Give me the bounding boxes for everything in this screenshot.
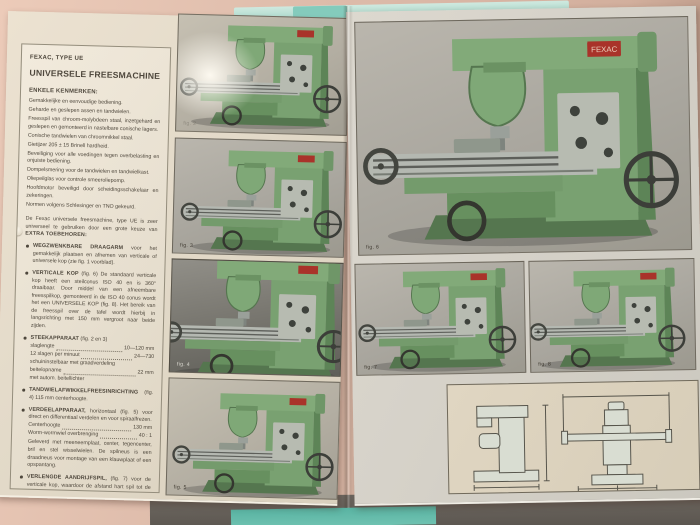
feature-item: Freesspil van chroom-molybdeen staal, in… bbox=[28, 115, 161, 133]
machine-photo-graphic bbox=[357, 266, 517, 375]
machine-photo-graphic bbox=[179, 145, 344, 257]
spec-label: beitelopname bbox=[29, 366, 62, 374]
accessory-item: VERTICALE KOP (fig. 6) De standaard vert… bbox=[23, 269, 157, 334]
accessory-text: (fig. 2 en 3) bbox=[80, 335, 108, 343]
page-title: UNIVERSELE FREESMACHINE bbox=[29, 67, 161, 81]
text-panel: FEXAC, TYPE UE UNIVERSELE FREESMACHINE E… bbox=[9, 43, 172, 494]
figure-caption: fig. 7 bbox=[364, 364, 378, 371]
figure-caption: fig. 6 bbox=[366, 244, 380, 251]
dimension-drawing-box bbox=[446, 379, 700, 495]
light-flare bbox=[175, 30, 261, 122]
spec-label: met autom. beitellichter bbox=[29, 374, 85, 383]
dimension-drawing-graphic bbox=[472, 391, 674, 494]
brochure-right-page: FEXAC fig. 6 fig. 7 fig. 8 bbox=[346, 5, 700, 506]
bullet-icon bbox=[23, 336, 27, 340]
machine-photo-graphic bbox=[529, 266, 687, 372]
accessory-title: VERDEELAPPARAAT, bbox=[28, 406, 86, 414]
accessory-item: VERDEELAPPARAAT, horizontaal (fig. 5) vo… bbox=[19, 406, 153, 472]
accessory-item: WEGZWENKBARE DRAAGARM voor het gemakkeli… bbox=[24, 242, 157, 268]
accessory-item: STEEKAPPARAAT (fig. 2 en 3) slaglengte 1… bbox=[21, 334, 154, 385]
figure-caption: fig. 4 bbox=[176, 361, 191, 368]
intro-text: De Fexac universele freesmachine, type U… bbox=[25, 215, 158, 233]
spec-label: slaglengte bbox=[30, 342, 55, 350]
machine-photo-graphic: FEXAC bbox=[355, 17, 691, 255]
bullet-icon bbox=[19, 475, 23, 479]
figure-photo-fig6: FEXAC fig. 6 bbox=[354, 16, 693, 256]
machine-type-label: FEXAC, TYPE UE bbox=[29, 54, 84, 63]
feature-item: Hoofdmotor beveiligd door scheidingsscha… bbox=[26, 184, 159, 200]
spec-value: 40 : 1 bbox=[138, 433, 153, 440]
teal-folder-edge-bottom bbox=[230, 506, 437, 525]
bullet-icon bbox=[25, 271, 28, 275]
figure-caption: fig. 2 bbox=[183, 120, 197, 128]
accessory-extra-text: Geleverd met meeneemplaat, center, tegen… bbox=[27, 439, 152, 469]
spec-value: 130 mm bbox=[133, 424, 153, 432]
accessory-title: STEEKAPPARAAT bbox=[30, 334, 80, 342]
machine-photo-graphic bbox=[171, 388, 336, 499]
machine-photo-graphic bbox=[169, 259, 343, 376]
brochure-left-page: FEXAC, TYPE UE UNIVERSELE FREESMACHINE E… bbox=[0, 11, 351, 506]
figure-photo-fig3: fig. 3 bbox=[171, 137, 347, 258]
bullet-icon bbox=[22, 388, 25, 392]
figure-photo-fig4: fig. 4 bbox=[168, 258, 344, 377]
figure-caption: fig. 3 bbox=[179, 242, 194, 249]
features-heading: ENKELE KENMERKEN: bbox=[28, 87, 98, 96]
fexac-logo-plate bbox=[587, 40, 622, 57]
figure-caption: fig. 5 bbox=[173, 484, 187, 491]
figure-photo-fig8: fig. 8 bbox=[528, 257, 697, 373]
spec-value: 22 mm bbox=[137, 369, 154, 377]
figure-photo-fig7: fig. 7 bbox=[354, 260, 527, 376]
intro-paragraph: De Fexac universele freesmachine, type U… bbox=[25, 216, 158, 242]
feature-item: Normen volgens Schlesinger en TNO gekeur… bbox=[25, 201, 136, 211]
spec-value: 24—730 bbox=[134, 353, 155, 361]
feature-item: Beveiliging voor alle voedingen tegen ov… bbox=[27, 150, 160, 165]
fexac-logo-text: FEXAC bbox=[591, 45, 618, 54]
accessory-text: (fig. 6) De standaard verticale kop heef… bbox=[30, 271, 157, 329]
bullet-icon bbox=[25, 244, 29, 248]
figure-photo-fig5: fig. 5 bbox=[165, 377, 341, 500]
bullet-icon bbox=[21, 408, 25, 412]
accessory-item: TANDWIELAFWIKKELFREESINRICHTING (fig. 4)… bbox=[21, 387, 153, 406]
figure-photo-fig2: fig. 2 bbox=[175, 13, 351, 136]
accessory-title: VERTICALE KOP bbox=[32, 269, 79, 278]
spec-label: Centerhoogte bbox=[28, 422, 61, 430]
spec-label: Worm-wormwiel overbrenging bbox=[27, 430, 99, 439]
extra-accessories-heading: EXTRA TOEBEHOREN: bbox=[25, 230, 88, 239]
dot-leader bbox=[100, 437, 137, 440]
paper-blemish bbox=[13, 226, 23, 236]
accessory-item: VERLENGDE AANDRIJFSPIL, (fig. 7) voor de… bbox=[18, 473, 151, 493]
center-fold bbox=[343, 6, 353, 508]
accessory-title: VERLENGDE AANDRIJFSPIL, bbox=[26, 473, 107, 482]
figure-caption: fig. 8 bbox=[538, 361, 552, 368]
spec-value: 10—120 mm bbox=[123, 345, 155, 352]
